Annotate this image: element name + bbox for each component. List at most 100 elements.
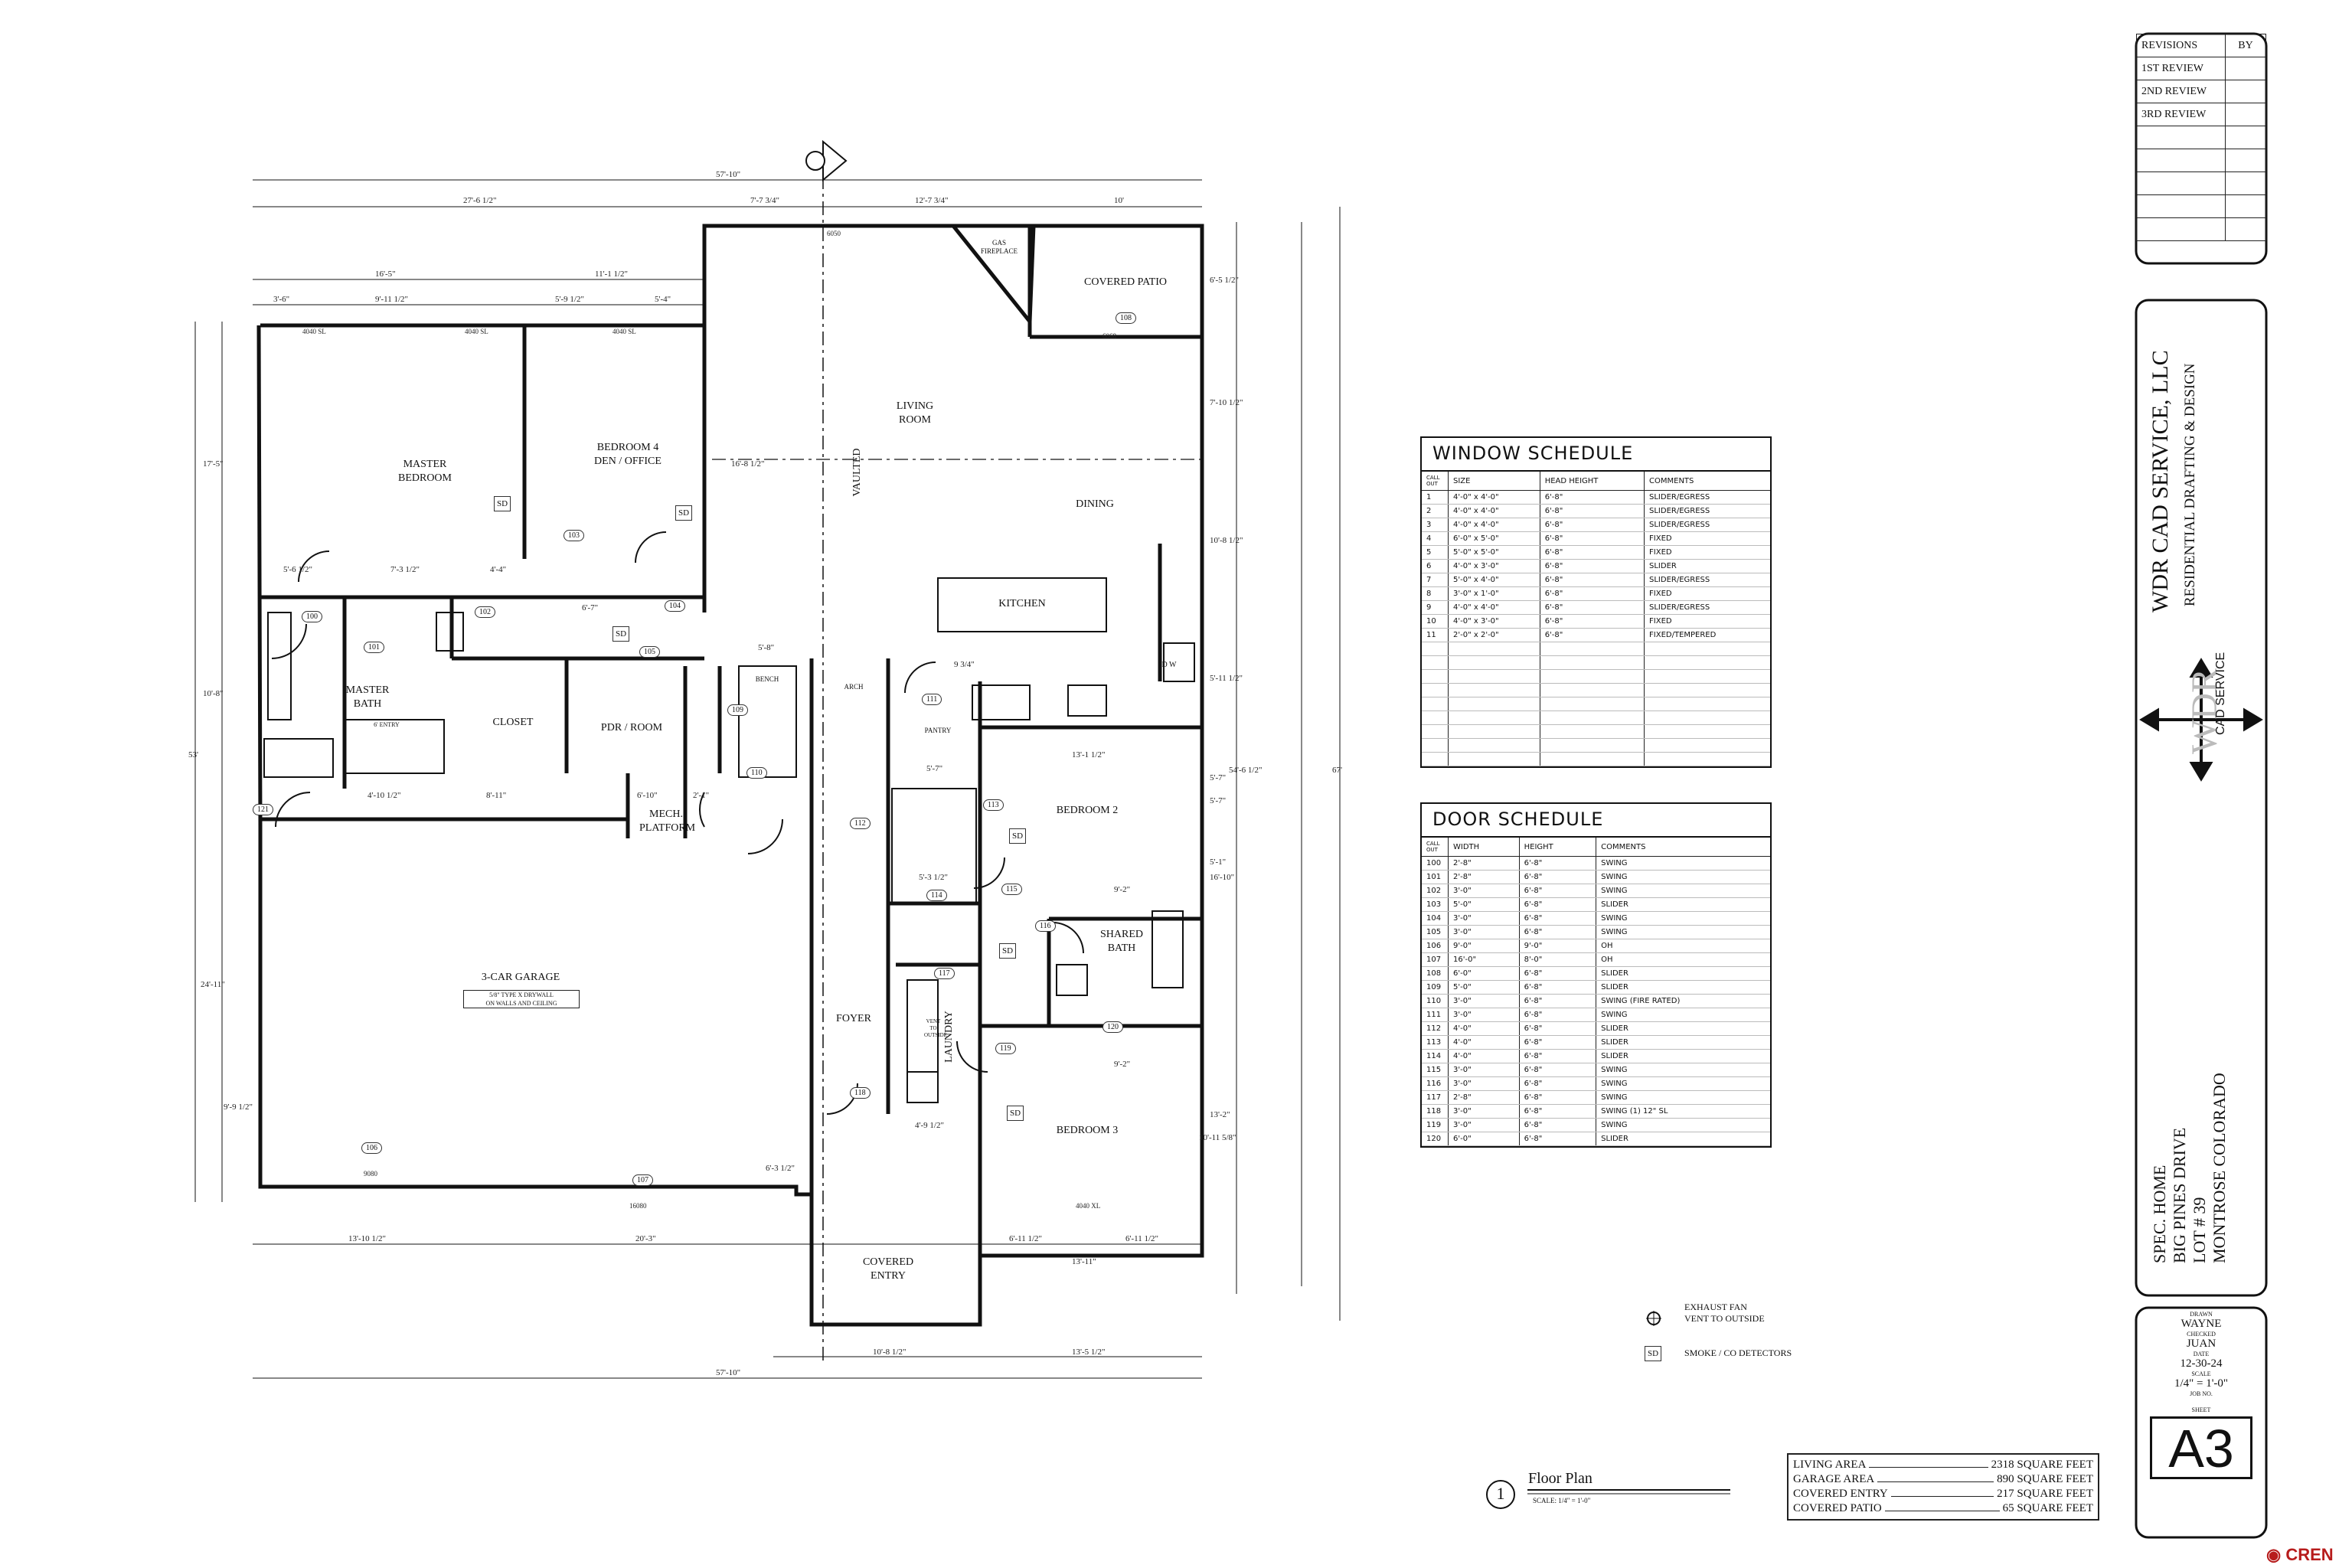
room-covered-patio: COVERED PATIO bbox=[1084, 276, 1167, 288]
table-row bbox=[1422, 724, 1770, 739]
table-cell: 6'-8" bbox=[1518, 884, 1596, 898]
dim: 10'-8 1/2" bbox=[873, 1348, 906, 1357]
table-cell bbox=[1448, 697, 1540, 711]
room-master-bath: MASTER BATH bbox=[345, 684, 390, 710]
revision-row bbox=[2136, 126, 2266, 149]
table-cell: 4'-0" x 4'-0" bbox=[1448, 490, 1540, 505]
dim: 24'-11" bbox=[201, 980, 225, 989]
table-cell: 119 bbox=[1422, 1118, 1449, 1132]
dim: 5'-7" bbox=[1210, 796, 1227, 805]
table-cell: 4'-0" x 3'-0" bbox=[1448, 559, 1540, 573]
revision-by bbox=[2225, 126, 2266, 149]
table-cell: SLIDER bbox=[1596, 1132, 1770, 1146]
dim: 9'-9 1/2" bbox=[224, 1102, 253, 1112]
table-cell: 6'-8" bbox=[1518, 1035, 1596, 1050]
column-header: HEIGHT bbox=[1518, 838, 1596, 857]
door-tag: 106 bbox=[361, 1142, 382, 1154]
table-cell: 5'-0" x 5'-0" bbox=[1448, 545, 1540, 560]
dim: 17'-5" bbox=[203, 459, 224, 469]
dim: 11'-1 1/2" bbox=[595, 270, 629, 279]
table-cell bbox=[1448, 752, 1540, 766]
table-cell: 6'-8" bbox=[1518, 966, 1596, 981]
project-line: MONTROSE COLORADO bbox=[2210, 1073, 2229, 1263]
table-cell: FIXED bbox=[1644, 545, 1770, 560]
column-header: COMMENTS bbox=[1596, 838, 1770, 857]
area-label: LIVING AREA bbox=[1793, 1459, 1867, 1471]
room-mech-platform: MECH. PLATFORM bbox=[639, 808, 696, 834]
dim: 2'-1" bbox=[693, 791, 710, 800]
dim: 16'-10" bbox=[1210, 873, 1235, 882]
table-cell: 6'-8" bbox=[1518, 925, 1596, 939]
door-tag: 103 bbox=[564, 530, 584, 541]
table-cell: 6'-0" x 5'-0" bbox=[1448, 531, 1540, 546]
revision-by bbox=[2225, 103, 2266, 126]
gas-fireplace-label: GAS FIREPLACE bbox=[980, 239, 1018, 255]
table-cell: SWING bbox=[1596, 884, 1770, 898]
table-cell: 2'-0" x 2'-0" bbox=[1448, 628, 1540, 642]
room-bedroom-3: BEDROOM 3 bbox=[1056, 1125, 1119, 1136]
table-cell: 3'-0" bbox=[1448, 1076, 1520, 1091]
date-value: 12-30-24 bbox=[2180, 1357, 2223, 1370]
table-cell bbox=[1644, 655, 1770, 670]
window-schedule: WINDOW SCHEDULE CALL OUT SIZE HEAD HEIGH… bbox=[1420, 436, 1772, 768]
window-size-label: 9080 bbox=[364, 1170, 377, 1178]
area-value: 890 SQUARE FEET bbox=[1997, 1473, 2093, 1485]
dim: 5'-9 1/2" bbox=[555, 295, 584, 304]
table-cell bbox=[1539, 683, 1645, 697]
door-tag: 113 bbox=[983, 799, 1004, 811]
table-cell: 101 bbox=[1422, 870, 1449, 884]
table-cell: 6'-8" bbox=[1518, 1008, 1596, 1022]
table-cell: SWING bbox=[1596, 911, 1770, 926]
table-cell: OH bbox=[1596, 939, 1770, 953]
revision-by bbox=[2225, 149, 2266, 172]
table-cell: 9'-0" bbox=[1518, 939, 1596, 953]
dim-right-2: 54'-6 1/2" bbox=[1229, 766, 1263, 775]
table-cell: 8'-0" bbox=[1518, 952, 1596, 967]
table-cell: 6'-0" bbox=[1448, 966, 1520, 981]
door-tag: 104 bbox=[665, 600, 685, 612]
room-pantry: PANTRY bbox=[924, 727, 952, 734]
table-cell: 6'-8" bbox=[1539, 490, 1645, 505]
smoke-detector-icon: SD bbox=[1007, 1106, 1024, 1121]
column-header: CALL OUT bbox=[1422, 838, 1449, 857]
table-cell: 114 bbox=[1422, 1049, 1449, 1063]
dim: 6'-11 1/2" bbox=[1125, 1234, 1159, 1243]
window-size-label: 6068 bbox=[1102, 332, 1116, 340]
table-cell bbox=[1422, 710, 1449, 725]
door-tag: 118 bbox=[850, 1087, 871, 1099]
table-cell: 6'-8" bbox=[1539, 628, 1645, 642]
table-cell: 104 bbox=[1422, 911, 1449, 926]
table-cell bbox=[1448, 710, 1540, 725]
revision-label bbox=[2136, 172, 2226, 195]
table-cell: SLIDER bbox=[1644, 559, 1770, 573]
table-cell: FIXED bbox=[1644, 586, 1770, 601]
door-schedule-title: DOOR SCHEDULE bbox=[1422, 804, 1770, 838]
door-tag: 108 bbox=[1116, 312, 1136, 324]
table-cell: 16'-0" bbox=[1448, 952, 1520, 967]
revision-by bbox=[2225, 80, 2266, 103]
scale-label: SCALE bbox=[2191, 1370, 2211, 1377]
table-cell: SWING (1) 12" SL bbox=[1596, 1104, 1770, 1119]
table-cell: 6'-8" bbox=[1518, 1104, 1596, 1119]
dim: 5'-6 1/2" bbox=[283, 565, 312, 574]
table-cell bbox=[1539, 752, 1645, 766]
table-cell: 6'-8" bbox=[1518, 1049, 1596, 1063]
dim: 6'-5 1/2" bbox=[1210, 276, 1239, 285]
table-cell: 6'-8" bbox=[1518, 870, 1596, 884]
table-cell: 7 bbox=[1422, 573, 1449, 587]
table-cell bbox=[1539, 710, 1645, 725]
table-row bbox=[1422, 655, 1770, 670]
